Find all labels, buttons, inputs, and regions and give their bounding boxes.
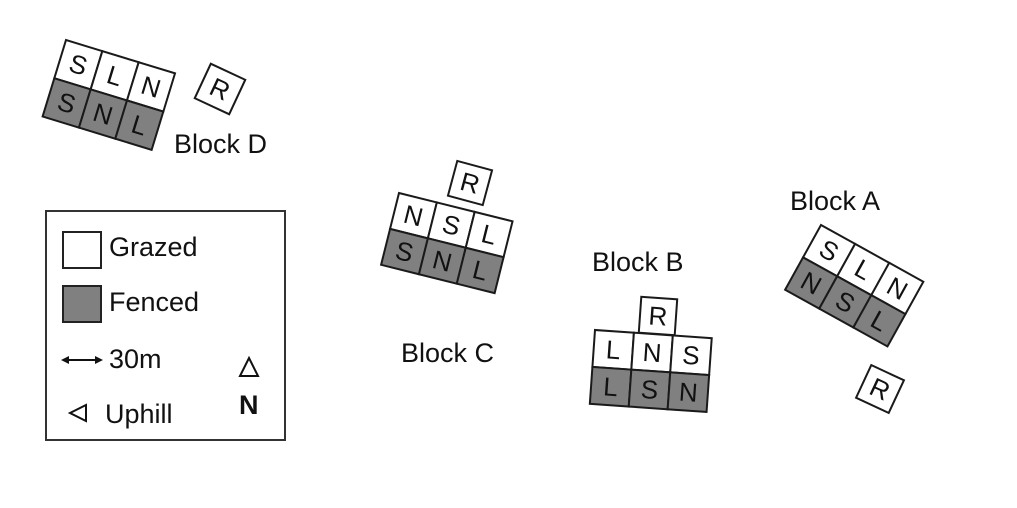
plot-treatment-label: L — [470, 254, 491, 287]
reference-plot-cell — [637, 295, 679, 337]
plot-treatment-label: N — [678, 377, 699, 408]
block-label: Block D — [174, 129, 267, 159]
uphill-arrow-icon — [67, 403, 87, 423]
fenced-label: Fenced — [109, 287, 200, 317]
north-label: N — [239, 390, 259, 420]
reference-plot-cell — [854, 363, 906, 415]
double-arrow-icon — [61, 356, 103, 364]
north-arrow-icon — [238, 355, 260, 377]
uphill-label: Uphill — [105, 399, 173, 429]
reference-plot: R — [854, 363, 906, 415]
reference-plot: R — [446, 159, 494, 207]
plot-treatment-label: L — [605, 334, 622, 365]
fenced-plot-cell — [851, 293, 907, 348]
reference-plot-cell — [446, 159, 494, 207]
block-label: Block B — [592, 247, 684, 277]
plot-treatment-label: L — [478, 218, 499, 251]
plot-treatment-label: N — [642, 337, 663, 368]
block-label: Block A — [790, 186, 880, 216]
fenced-plot-cell — [666, 371, 711, 414]
fenced-swatch — [62, 285, 102, 323]
fenced-plot-cell — [114, 99, 165, 152]
reference-plot-cell — [193, 62, 247, 116]
scale-label: 30m — [109, 344, 162, 374]
grazed-label: Grazed — [109, 232, 198, 262]
grazed-swatch — [62, 231, 102, 269]
block-label: Block C — [401, 338, 494, 368]
plot-treatment-label: S — [640, 374, 659, 405]
plot-treatment-label: L — [602, 371, 619, 402]
reference-plot: R — [193, 62, 247, 116]
fenced-plot-cell — [455, 246, 505, 295]
plot-treatment-label: S — [681, 340, 700, 371]
reference-plot-label: R — [648, 300, 669, 331]
legend-box: Grazed Fenced 30m Uphill N — [45, 210, 286, 441]
reference-plot: R — [637, 295, 679, 337]
